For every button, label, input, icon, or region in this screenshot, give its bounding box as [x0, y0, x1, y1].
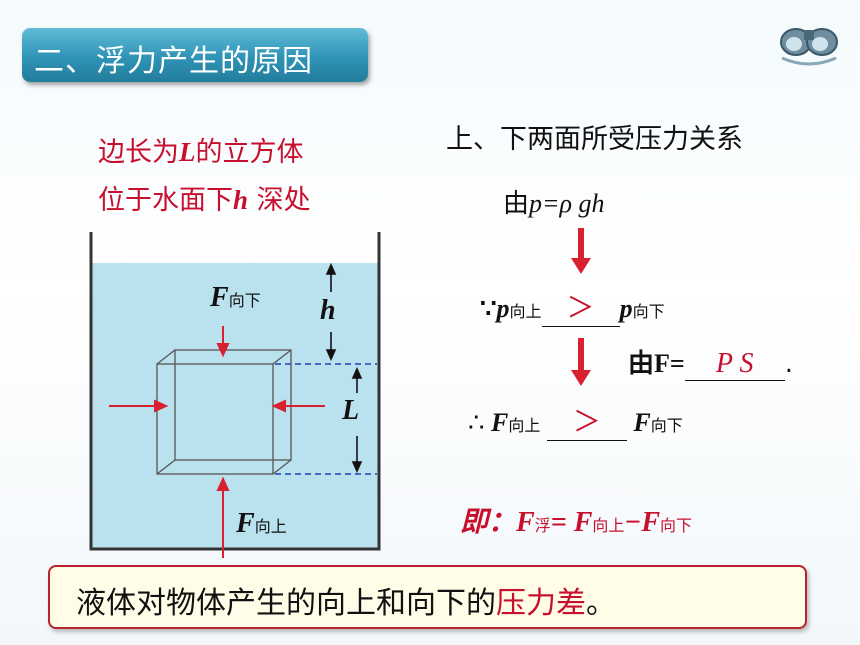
- title-badge: [22, 28, 368, 82]
- conclusion-text: 液体对物体产生的向上和向下的压力差。: [76, 586, 616, 621]
- derivation-arrow-2: [571, 338, 591, 386]
- step-force-compare: ∴ F向上 ＞ F向下: [468, 400, 683, 441]
- label-l: L: [342, 395, 360, 426]
- conclusion-box: [48, 565, 807, 629]
- water-container-diagram: [89, 232, 381, 558]
- l-dimension-arrow: [351, 367, 363, 473]
- derivation-heading: 上、下两面所受压力关系: [446, 124, 743, 155]
- caption-line-2: 位于水面下h 深处: [98, 185, 311, 216]
- slide-title: 二、浮力产生的原因: [34, 44, 313, 79]
- derivation-arrow-1: [571, 228, 591, 274]
- label-f-up: F向上: [236, 508, 287, 539]
- caption-line-1: 边长为L的立方体: [98, 137, 304, 168]
- step-pressure-compare: ∵p向上＞p向下: [480, 286, 665, 327]
- result-buoyancy-formula: 即：F浮= F向上−F向下: [460, 505, 693, 538]
- formula-pressure: 由p=ρ gh: [503, 189, 605, 219]
- binoculars-icon: [780, 28, 838, 66]
- step-force-formula: 由F=P S.: [628, 348, 793, 381]
- label-f-down: F向下: [210, 282, 261, 313]
- label-h: h: [320, 295, 336, 326]
- h-dimension-arrow: [325, 263, 337, 361]
